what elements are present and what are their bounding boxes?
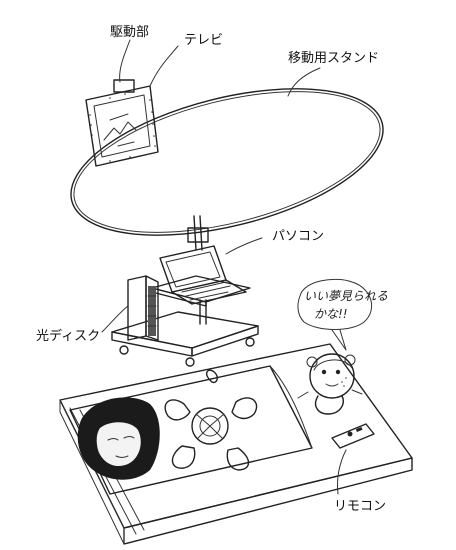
stand-pointer-line bbox=[287, 67, 321, 97]
drive-unit-box bbox=[113, 79, 135, 93]
speech-line-2: かな!! bbox=[314, 307, 348, 321]
label-pc: パソコン bbox=[272, 229, 324, 244]
stand-pole-upper-r bbox=[199, 215, 203, 251]
cart-wheel-3 bbox=[245, 337, 255, 347]
tv-pointer-line bbox=[149, 45, 179, 87]
tv-frame-dots bbox=[89, 93, 156, 162]
speech-line-1: いい夢見られる bbox=[304, 289, 388, 303]
laptop-icon bbox=[159, 245, 247, 305]
disc-pointer-line bbox=[101, 305, 129, 333]
label-remote: リモコン bbox=[334, 499, 386, 514]
drive-pointer-line bbox=[119, 39, 131, 83]
robot-character bbox=[297, 353, 363, 415]
remote-pointer-line bbox=[337, 449, 347, 495]
cart-wheel-2 bbox=[185, 357, 195, 367]
speech-bubble bbox=[297, 278, 373, 351]
cart-side bbox=[191, 325, 259, 357]
remote-control bbox=[331, 423, 375, 449]
label-tv: テレビ bbox=[184, 33, 223, 48]
label-stand: 移動用スタンド bbox=[288, 51, 379, 66]
sleeper-face bbox=[77, 397, 160, 480]
stand-oval-ring bbox=[70, 88, 384, 236]
pole-clamp bbox=[187, 227, 209, 243]
flower-pattern bbox=[164, 369, 258, 471]
label-disc: 光ディスク bbox=[36, 328, 100, 344]
cart-wheel-1 bbox=[119, 345, 129, 355]
stand-oval-ring-inner bbox=[73, 91, 381, 233]
cart-top bbox=[111, 311, 259, 349]
label-drive: 駆動部 bbox=[110, 25, 149, 40]
tv-panel bbox=[85, 79, 159, 167]
optical-disc-tower bbox=[127, 275, 159, 341]
stand-pole-upper bbox=[193, 215, 197, 251]
pc-pointer-line bbox=[225, 237, 263, 255]
